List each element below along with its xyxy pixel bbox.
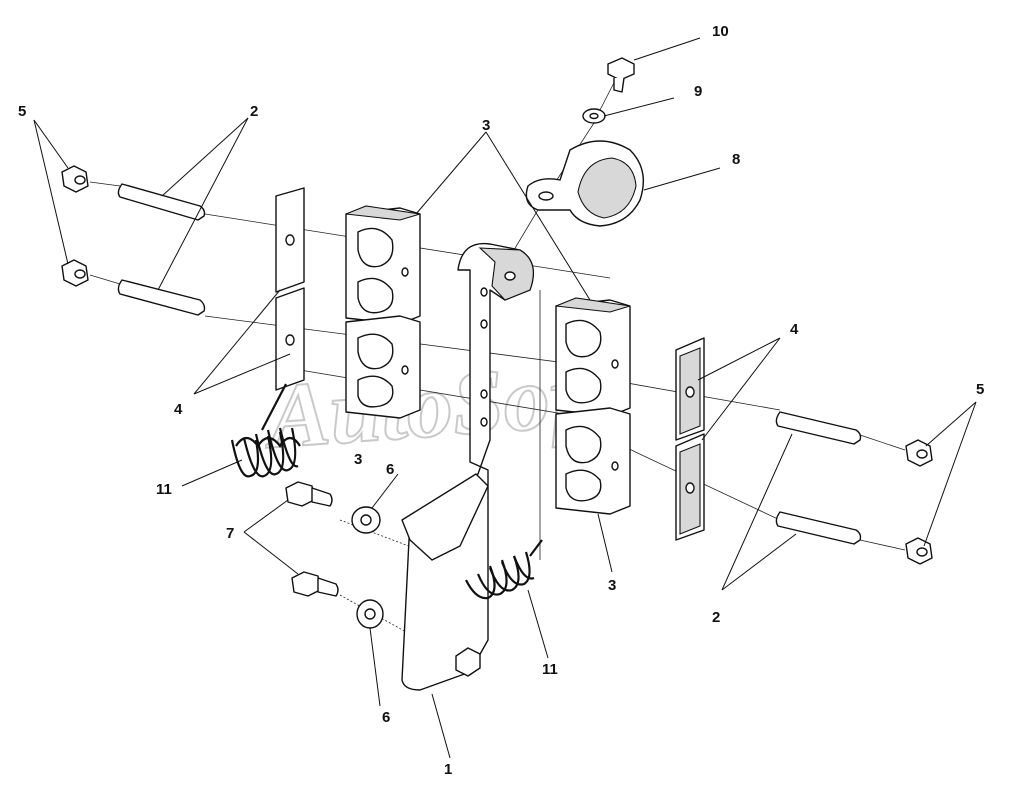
clamp-block-left-part [345, 205, 421, 419]
washer-parts [351, 506, 384, 629]
callout-block-left: 3 [354, 451, 362, 468]
clamp-block-right-part [555, 297, 631, 515]
watermark: AutoSoft [260, 342, 611, 468]
nut-right-parts [905, 439, 933, 565]
callout-pin-lower-right: 2 [712, 609, 720, 626]
pin-upper-left-parts [117, 183, 206, 316]
pipe-clamp-part [525, 140, 644, 227]
callout-lever: 1 [444, 761, 452, 778]
callout-plate-right: 4 [790, 321, 799, 338]
callout-small-washer: 9 [694, 83, 702, 100]
callout-nut-right: 5 [976, 381, 984, 398]
callout-block-upper: 3 [482, 117, 490, 134]
spring-right-part [465, 539, 543, 600]
plate-right-parts [675, 337, 705, 541]
callout-labels: 5 2 3 4 3 11 6 7 6 1 11 3 10 9 8 4 5 2 [18, 23, 984, 778]
leader-lines [33, 37, 977, 759]
clamp-bolt-part [607, 57, 635, 93]
callout-spring-right: 11 [542, 661, 558, 678]
callout-plate-left: 4 [174, 401, 183, 418]
callout-washer-upper: 6 [386, 461, 394, 478]
small-washer-part [582, 108, 606, 124]
callout-washer-lower: 6 [382, 709, 390, 726]
bolt-parts [285, 481, 339, 597]
nut-left-parts [61, 165, 89, 287]
callout-pin-upper-left: 2 [250, 103, 258, 120]
callout-clamp-bolt: 10 [712, 23, 729, 40]
callout-spring-left: 11 [156, 481, 172, 498]
callout-nut-left: 5 [18, 103, 26, 120]
spring-left-part [230, 383, 301, 478]
pin-lower-right-parts [775, 411, 862, 545]
callout-bolt: 7 [226, 525, 234, 542]
plate-left-parts [275, 187, 305, 391]
callout-block-right: 3 [608, 577, 616, 594]
callout-clamp: 8 [732, 151, 740, 168]
lever-part [401, 242, 534, 691]
